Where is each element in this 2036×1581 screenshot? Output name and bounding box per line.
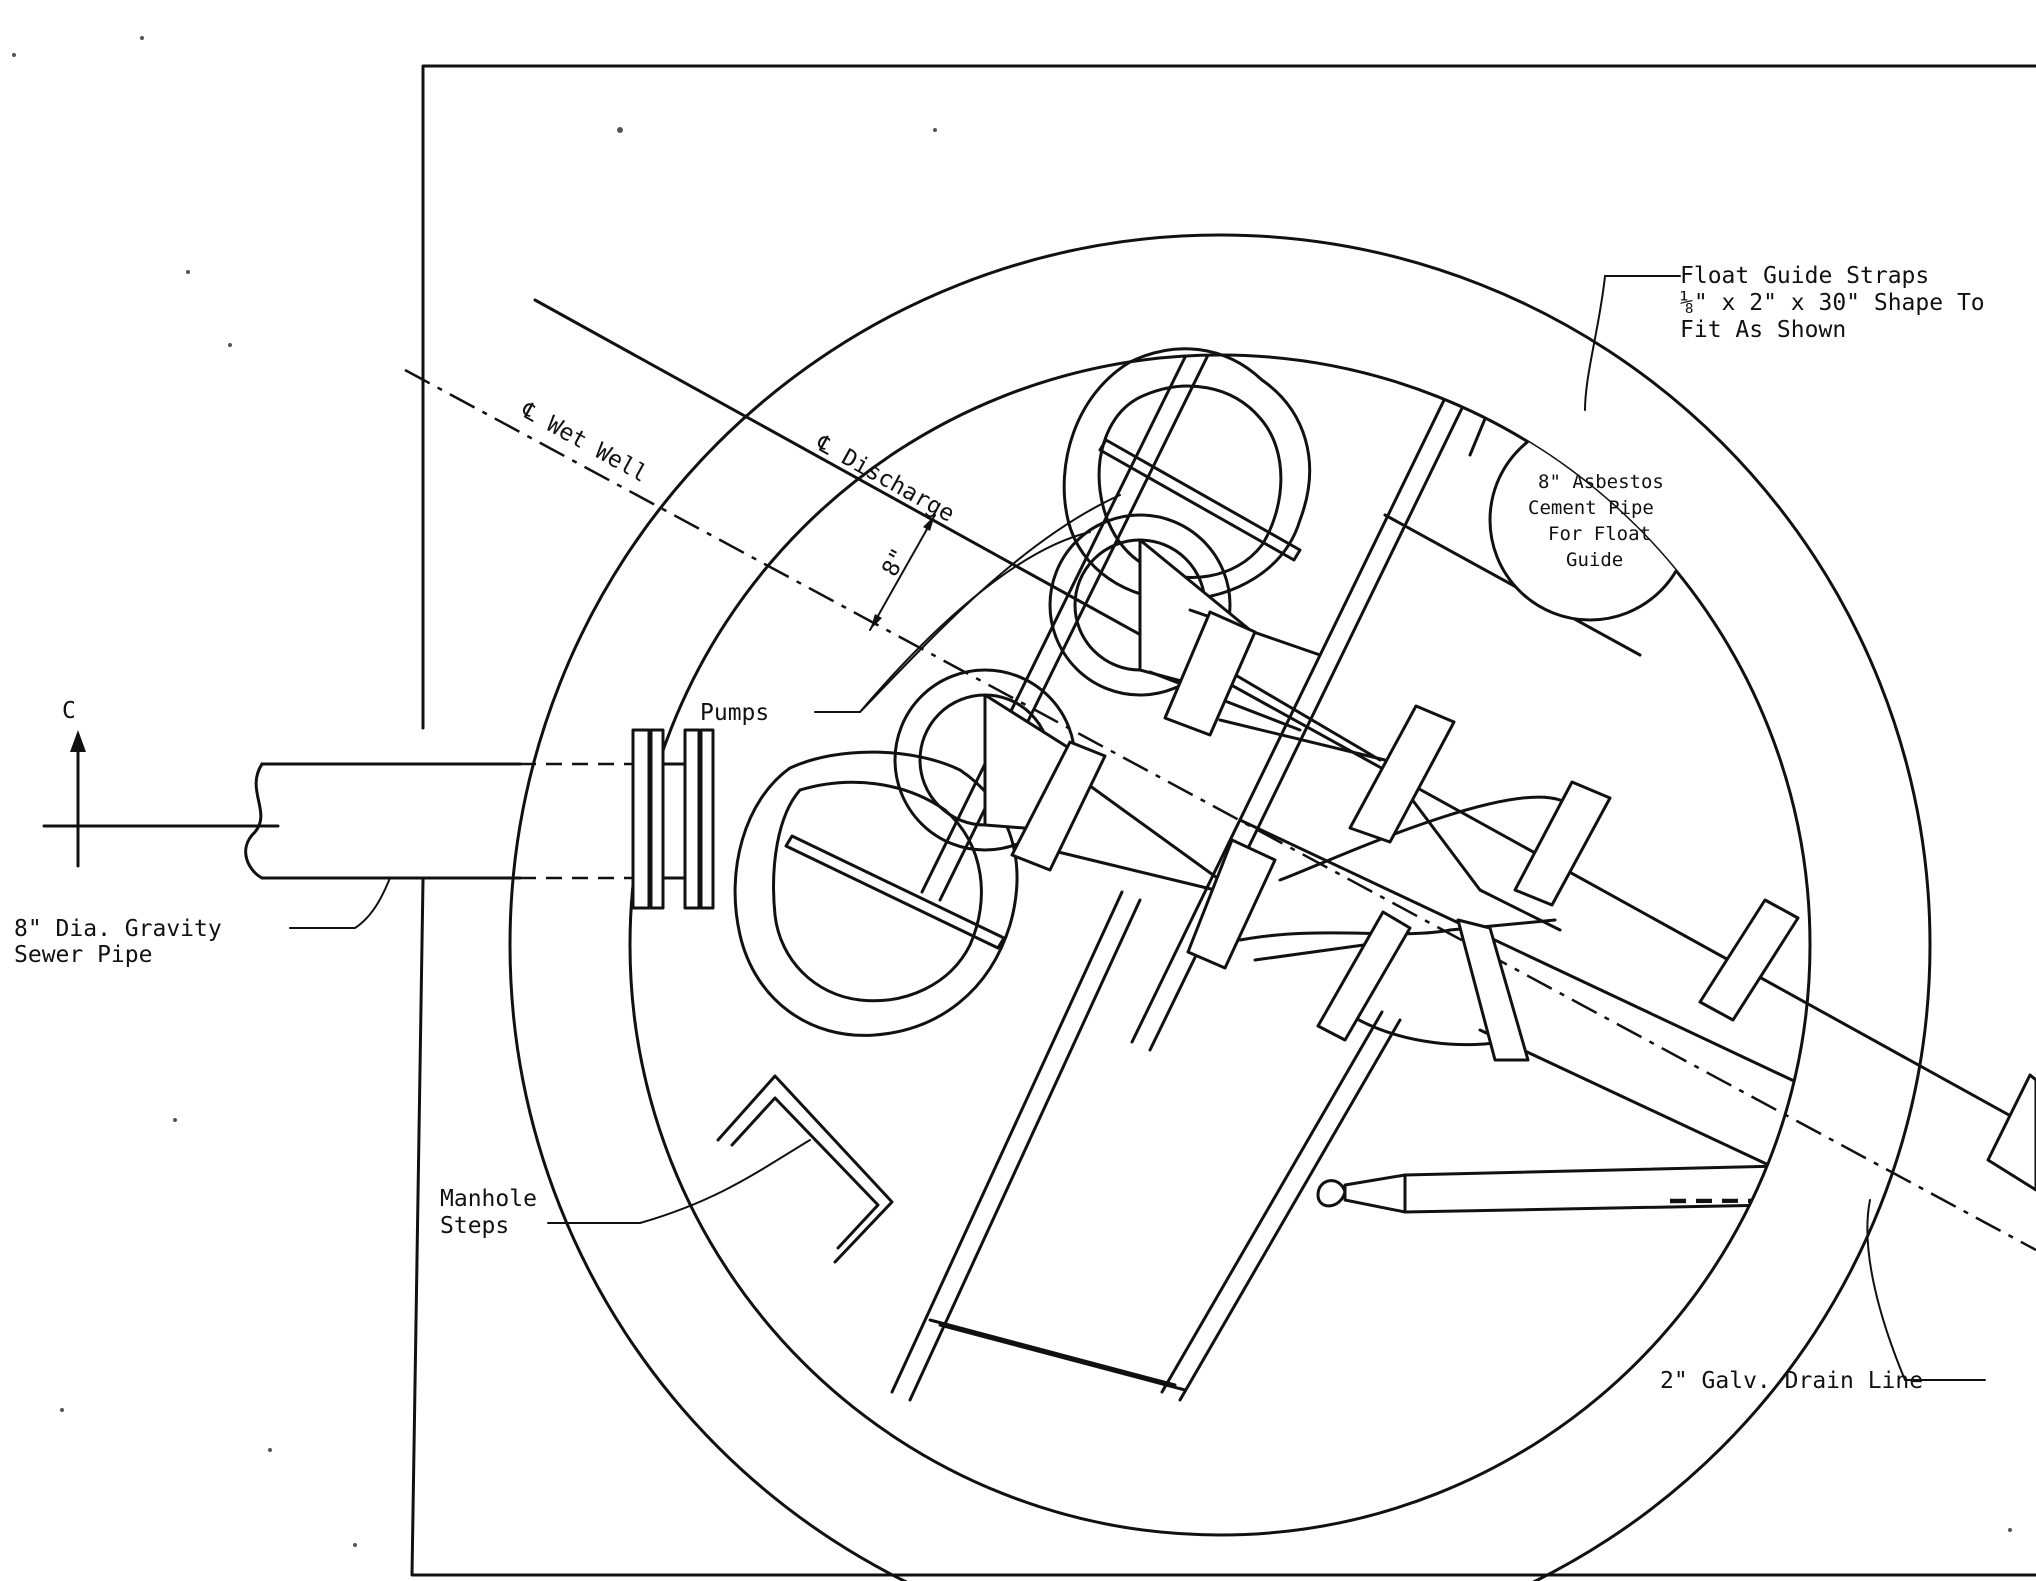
flooring-stripe bbox=[1468, 355, 1532, 457]
float-guide-straps-line-1: Float Guide Straps bbox=[1680, 263, 1929, 289]
offset-dimension-label: 8" bbox=[877, 544, 913, 581]
manhole-steps-line-1: Manhole bbox=[440, 1186, 537, 1212]
asbestos-pipe-line-4: Guide bbox=[1566, 549, 1623, 571]
channel-wall-lower bbox=[890, 890, 1142, 1402]
scan-specks bbox=[12, 36, 2012, 1547]
pumps-label: Pumps bbox=[700, 700, 769, 726]
asbestos-pipe-line-3: For Float bbox=[1548, 523, 1651, 545]
discharge-centerline-label: ℄ Discharge bbox=[811, 430, 959, 528]
discharge-pipe-lower-edge bbox=[1478, 1028, 1810, 1292]
gravity-sewer-pipe-line-1: 8" Dia. Gravity bbox=[14, 916, 222, 942]
asbestos-pipe-line-2: Cement Pipe bbox=[1528, 497, 1654, 519]
section-cut-marker: C bbox=[42, 698, 280, 868]
drain-line-label: 2" Galv. Drain Line bbox=[1660, 1368, 1923, 1394]
gravity-sewer-pipe bbox=[244, 762, 635, 880]
section-marker-label: C bbox=[62, 698, 76, 724]
discharge-centerline bbox=[533, 298, 2036, 1132]
slab-outline bbox=[410, 64, 2036, 1577]
manhole-steps-line-2: Steps bbox=[440, 1213, 509, 1239]
float-guide-straps-line-2: ⅛" x 2" x 30" Shape To bbox=[1680, 290, 1985, 316]
drain-line-pipe bbox=[1316, 1158, 1810, 1214]
leader-lines bbox=[289, 275, 1986, 1381]
float-guide-strap bbox=[1703, 498, 1747, 547]
pipe-flanges bbox=[1010, 610, 2036, 1192]
offset-dimension: 8" bbox=[869, 514, 936, 631]
channel-cross-line-3 bbox=[928, 1318, 1177, 1387]
float-guide-straps-label: Float Guide Straps ⅛" x 2" x 30" Shape T… bbox=[1680, 263, 1985, 343]
inlet-flanges bbox=[631, 728, 715, 910]
channel-cross-line-2 bbox=[938, 1323, 1187, 1392]
gravity-sewer-pipe-line-2: Sewer Pipe bbox=[14, 942, 152, 968]
wet-well-outer-ring bbox=[508, 233, 1932, 1581]
manhole-steps bbox=[716, 1074, 894, 1264]
asbestos-pipe-line-1: 8" Asbestos bbox=[1538, 471, 1664, 493]
manhole-steps-label: Manhole Steps bbox=[440, 1186, 537, 1239]
channel-wall-mid-2 bbox=[1160, 1010, 1402, 1402]
float-guide-pipe bbox=[1488, 418, 1692, 622]
discharge-pipe-upper-edge bbox=[1238, 818, 1810, 1197]
float-guide-straps-line-3: Fit As Shown bbox=[1680, 317, 1846, 343]
wet-well-centerline-label: ℄ Wet Well bbox=[516, 397, 651, 488]
gravity-sewer-pipe-label: 8" Dia. Gravity Sewer Pipe bbox=[14, 916, 222, 968]
asbestos-pipe-label: 8" Asbestos Cement Pipe For Float Guide bbox=[1528, 471, 1664, 571]
wet-well-centerline bbox=[404, 368, 2036, 1252]
